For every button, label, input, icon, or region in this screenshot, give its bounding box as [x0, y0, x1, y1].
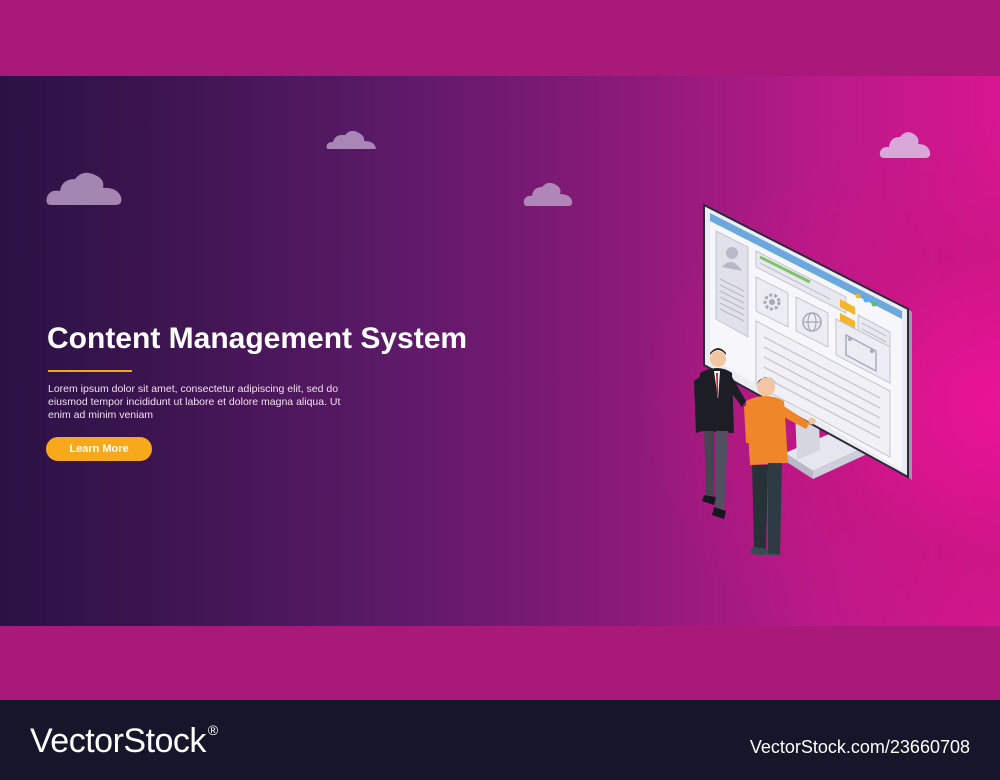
browser-bar	[710, 213, 902, 319]
brand-name: VectorStock	[30, 722, 206, 760]
user-icon	[722, 247, 742, 271]
cloud-icon	[523, 182, 573, 206]
hero-banner: Content Management System Lorem ipsum do…	[0, 76, 1000, 626]
businessman-figure	[694, 348, 746, 519]
globe-icon	[802, 312, 822, 332]
bottom-band	[0, 626, 1000, 700]
gear-icon	[763, 293, 781, 311]
registered-mark: ®	[207, 722, 218, 738]
title-divider	[48, 370, 132, 372]
cloud-icon	[879, 132, 931, 158]
watermark-footer	[0, 700, 1000, 780]
developer-figure	[744, 377, 816, 555]
top-band	[0, 0, 1000, 76]
image-id: VectorStock.com/23660708	[749, 737, 970, 757]
image-icon	[845, 333, 877, 373]
learn-more-button[interactable]: Learn More	[46, 437, 152, 461]
hero-description: Lorem ipsum dolor sit amet, consectetur …	[48, 383, 341, 421]
vectorstock-logo: VectorStock®	[30, 722, 218, 761]
cms-illustration	[694, 203, 912, 555]
page-title: Content Management System	[47, 322, 468, 355]
cloud-icon	[46, 172, 122, 205]
cloud-icon	[326, 130, 376, 149]
